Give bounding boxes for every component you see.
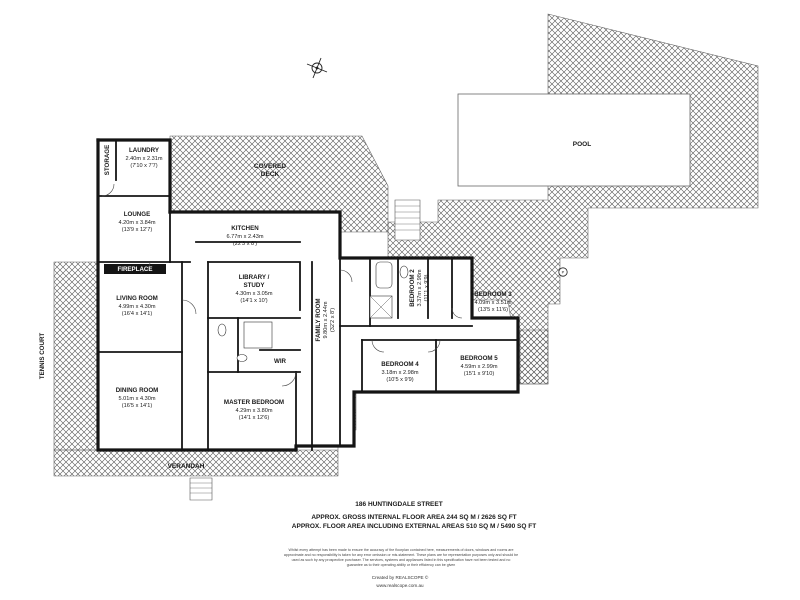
verandah-west	[53, 261, 101, 451]
disclaimer-line-2: approximate and no responsibility is tak…	[284, 553, 518, 557]
dining-imperial: (16'5 x 14'1)	[122, 403, 153, 409]
bed2-name: BEDROOM 2	[409, 269, 416, 307]
living-imperial: (16'4 x 14'1)	[122, 311, 153, 317]
living-dims: 4.99m x 4.30m	[119, 304, 156, 310]
fireplace	[104, 264, 166, 274]
laundry-imperial: (7'10 x 7'7)	[130, 163, 157, 169]
bed3-dims: 4.09m x 3.51m	[475, 300, 512, 306]
lounge-dims: 4.20m x 3.84m	[119, 220, 156, 226]
pool-label: POOL	[573, 141, 591, 148]
bed4-dims: 3.18m x 2.98m	[382, 370, 419, 376]
storage-label: STORAGE	[104, 145, 111, 175]
library-imperial: (14'1 x 10')	[240, 298, 267, 304]
bed5-dims: 4.59m x 2.99m	[461, 364, 498, 370]
lounge-imperial: (13'9 x 12'7)	[122, 227, 153, 233]
master-name: MASTER BEDROOM	[224, 399, 284, 406]
kitchen-name: KITCHEN	[231, 225, 259, 232]
master-imperial: (14'1 x 12'6)	[239, 415, 270, 421]
bed4-name: BEDROOM 4	[381, 361, 419, 368]
total-area: APPROX. FLOOR AREA INCLUDING EXTERNAL AR…	[292, 523, 536, 530]
lounge-name: LOUNGE	[124, 211, 150, 218]
dining-dims: 5.01m x 4.30m	[119, 396, 156, 402]
address: 186 HUNTINGDALE STREET	[355, 501, 442, 508]
bed3-name: BEDROOM 3	[474, 291, 512, 298]
family-name: FAMILY ROOM	[315, 299, 322, 342]
living-name: LIVING ROOM	[116, 295, 158, 302]
library-dims: 4.30m x 3.05m	[236, 291, 273, 297]
laundry-dims: 2.40m x 2.31m	[126, 156, 163, 162]
library-name: LIBRARY /	[239, 274, 270, 281]
website: www.realscope.com.au	[376, 583, 424, 588]
bed4-imperial: (10'5 x 9'9)	[386, 377, 413, 383]
kitchen-imperial: (22'3 x 8')	[233, 241, 257, 247]
dining-name: DINING ROOM	[116, 387, 159, 394]
door-swings	[101, 183, 463, 387]
family-dims: 9.80m x 2.44m	[323, 301, 329, 338]
terrace-south-east	[519, 329, 549, 385]
laundry-name: LAUNDRY	[129, 147, 160, 154]
family-imperial: (32'2 x 8')	[330, 308, 336, 332]
bed2-dims: 3.37m x 2.98m	[417, 269, 423, 306]
tennis-court-label: TENNIS COURT	[39, 333, 46, 380]
exterior-walls	[96, 138, 520, 452]
disclaimer-line-4: guarantee as to their operating ability …	[347, 563, 456, 567]
pool	[457, 93, 691, 187]
bed5-imperial: (15'1 x 9'10)	[464, 371, 495, 377]
master-dims: 4.29m x 3.80m	[236, 408, 273, 414]
disclaimer-line-1: Whilst every attempt has been made to en…	[289, 548, 514, 552]
bed3-imperial: (13'5 x 11'6)	[478, 307, 508, 313]
fixtures	[217, 261, 409, 362]
gate-marker-icon: P	[558, 267, 568, 277]
house-footprint	[98, 140, 518, 450]
interior-walls	[97, 139, 519, 451]
covered-deck-label-2: DECK	[261, 171, 280, 178]
library-name-2: STUDY	[244, 282, 266, 289]
kitchen-dims: 6.77m x 2.43m	[227, 234, 264, 240]
disclaimer-line-3: used as such by any prospective purchase…	[292, 558, 511, 562]
bed2-imperial: (11'1 x 9'9)	[424, 274, 430, 301]
bed5-name: BEDROOM 5	[460, 355, 498, 362]
covered-deck-label: COVERED	[254, 163, 286, 170]
gross-area: APPROX. GROSS INTERNAL FLOOR AREA 244 SQ…	[311, 514, 516, 521]
compass-rose-icon	[306, 57, 328, 79]
svg-text:P: P	[562, 270, 565, 275]
wir-label: WIR	[274, 358, 287, 365]
credit: Created by REALSCOPE ©	[372, 574, 429, 580]
verandah-stairs	[189, 477, 213, 501]
verandah-label: VERANDAH	[168, 463, 205, 470]
fireplace-label: FIREPLACE	[117, 266, 152, 273]
